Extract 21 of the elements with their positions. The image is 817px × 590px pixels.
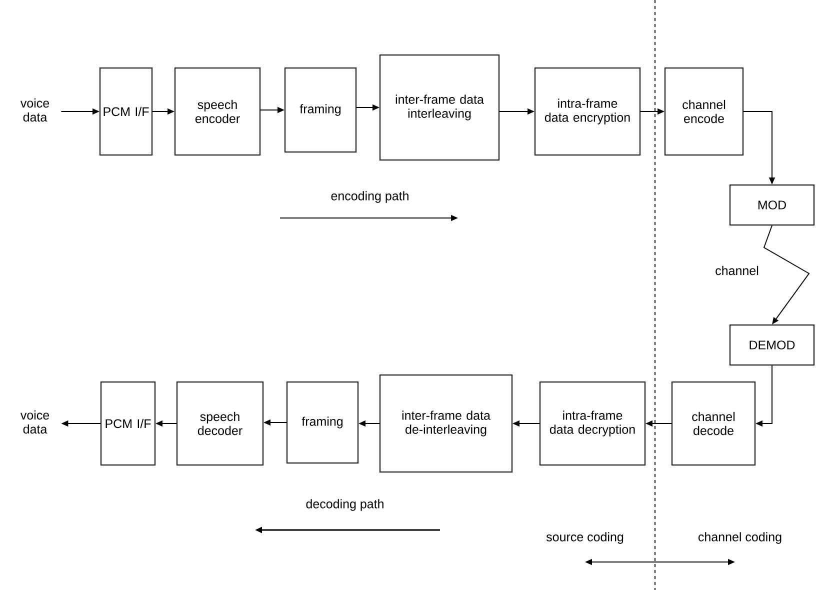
process-box: framing (284, 68, 356, 152)
process-box: intra-frame data encryption (534, 68, 640, 156)
process-box: DEMOD (730, 324, 814, 366)
process-box: inter-frame data de-interleaving (380, 374, 512, 472)
process-box: speech encoder (174, 68, 260, 156)
path-label: source coding (546, 532, 624, 544)
process-box: PCM I/F (100, 382, 156, 466)
path-label: decoding path (306, 499, 384, 511)
process-box: intra-frame data decryption (540, 382, 646, 466)
process-box: framing (286, 382, 358, 464)
process-box: inter-frame data interleaving (380, 54, 500, 160)
voice-data-text: voice data (20, 410, 50, 434)
process-box: MOD (730, 184, 814, 226)
path-label: channel coding (698, 532, 782, 544)
process-box: PCM I/F (100, 68, 152, 156)
edge-label: channel (714, 264, 760, 276)
process-box: channel decode (672, 382, 756, 466)
process-box: channel encode (664, 68, 744, 156)
voice-data-text: voice data (20, 98, 50, 122)
path-label: encoding path (331, 191, 408, 203)
process-box: speech decoder (176, 382, 264, 466)
